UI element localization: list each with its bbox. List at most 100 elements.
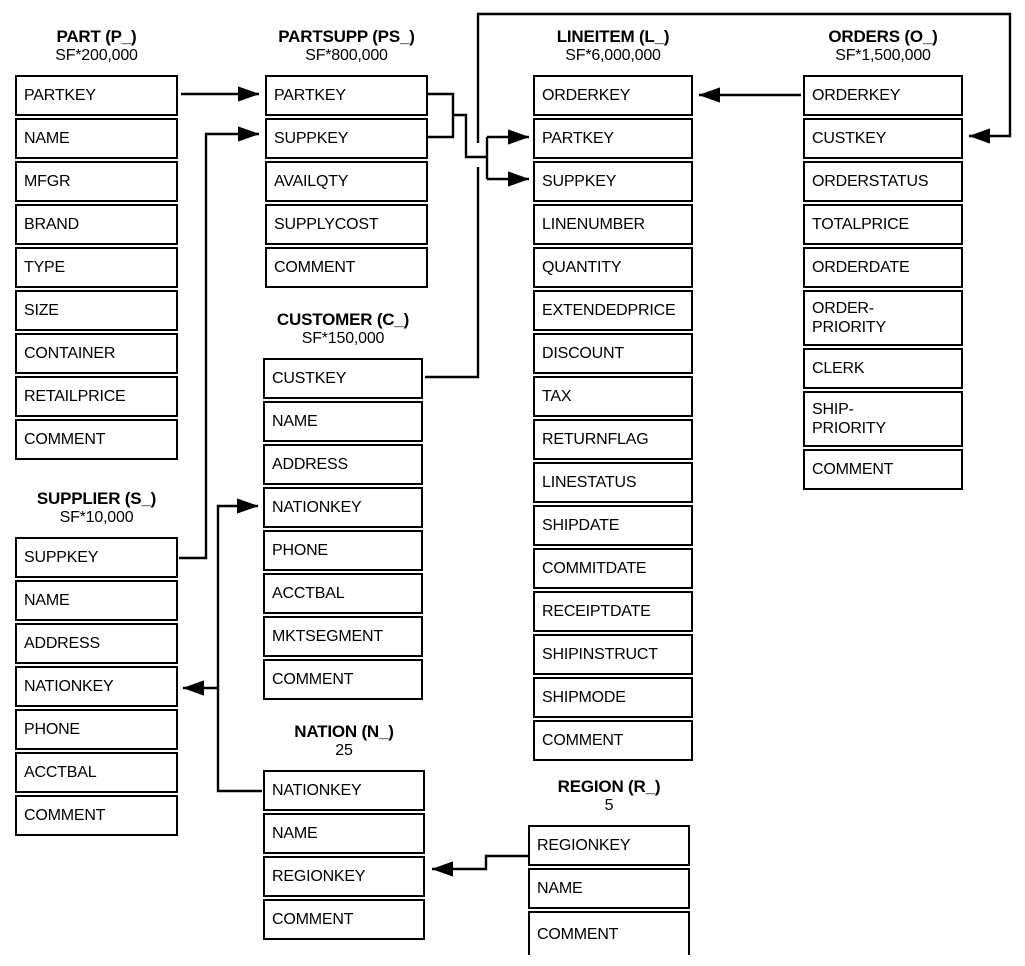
part-field-comment: COMMENT <box>15 419 178 460</box>
part-field-size: SIZE <box>15 290 178 331</box>
part-field-retailprice: RETAILPRICE <box>15 376 178 417</box>
part-field-container: CONTAINER <box>15 333 178 374</box>
part-field-name: NAME <box>15 118 178 159</box>
customer-field-mktsegment: MKTSEGMENT <box>263 616 423 657</box>
partsupp-field-partkey: PARTKEY <box>265 75 428 116</box>
region-field-comment: COMMENT <box>528 911 690 955</box>
partsupp-field-availqty: AVAILQTY <box>265 161 428 202</box>
partsupp-cardinality: SF*800,000 <box>305 47 388 64</box>
orders-field-orderkey: ORDERKEY <box>803 75 963 116</box>
supplier-title: SUPPLIER (S_) <box>36 489 157 508</box>
region-cardinality: 5 <box>604 797 614 814</box>
orders-field-clerk: CLERK <box>803 348 963 389</box>
supplier-field-nationkey: NATIONKEY <box>15 666 178 707</box>
customer-field-custkey: CUSTKEY <box>263 358 423 399</box>
customer-field-comment: COMMENT <box>263 659 423 700</box>
customer-title: CUSTOMER (C_) <box>276 310 410 329</box>
customer-field-name: NAME <box>263 401 423 442</box>
orders-field-ship-priority: SHIP- PRIORITY <box>803 391 963 447</box>
region-field-name: NAME <box>528 868 690 909</box>
orders-field-orderdate: ORDERDATE <box>803 247 963 288</box>
supplier-field-suppkey: SUPPKEY <box>15 537 178 578</box>
part-title: PART (P_) <box>56 27 137 46</box>
bracket-partsupp-keys <box>427 92 455 139</box>
lineitem-field-discount: DISCOUNT <box>533 333 693 374</box>
supplier-field-address: ADDRESS <box>15 623 178 664</box>
supplier-field-phone: PHONE <box>15 709 178 750</box>
lineitem-field-receiptdate: RECEIPTDATE <box>533 591 693 632</box>
nation-field-comment: COMMENT <box>263 899 425 940</box>
lineitem-field-linestatus: LINESTATUS <box>533 462 693 503</box>
part-field-mfgr: MFGR <box>15 161 178 202</box>
lineitem-title: LINEITEM (L_) <box>556 27 670 46</box>
lineitem-cardinality: SF*6,000,000 <box>565 47 661 64</box>
customer-field-nationkey: NATIONKEY <box>263 487 423 528</box>
lineitem-field-shipdate: SHIPDATE <box>533 505 693 546</box>
lineitem-field-orderkey: ORDERKEY <box>533 75 693 116</box>
orders-field-comment: COMMENT <box>803 449 963 490</box>
part-field-partkey: PARTKEY <box>15 75 178 116</box>
customer-field-acctbal: ACCTBAL <box>263 573 423 614</box>
nation-cardinality: 25 <box>335 742 353 759</box>
lineitem-field-suppkey: SUPPKEY <box>533 161 693 202</box>
orders-field-totalprice: TOTALPRICE <box>803 204 963 245</box>
arrow-customer-to-orders-custkey <box>476 12 1012 144</box>
arrow-nation-to-customer-nationkey <box>216 498 262 793</box>
orders-title: ORDERS (O_) <box>828 27 938 46</box>
partsupp-title: PARTSUPP (PS_) <box>278 27 415 46</box>
nation-field-nationkey: NATIONKEY <box>263 770 425 811</box>
orders-cardinality: SF*1,500,000 <box>835 47 931 64</box>
partsupp-field-suppkey: SUPPKEY <box>265 118 428 159</box>
customer-field-phone: PHONE <box>263 530 423 571</box>
lineitem-field-quantity: QUANTITY <box>533 247 693 288</box>
lineitem-field-shipmode: SHIPMODE <box>533 677 693 718</box>
lineitem-field-returnflag: RETURNFLAG <box>533 419 693 460</box>
arrow-supplier-to-partsupp-suppkey <box>179 126 260 560</box>
lineitem-field-comment: COMMENT <box>533 720 693 761</box>
part-field-brand: BRAND <box>15 204 178 245</box>
nation-field-regionkey: REGIONKEY <box>263 856 425 897</box>
lineitem-field-linenumber: LINENUMBER <box>533 204 693 245</box>
region-title: REGION (R_) <box>557 777 661 796</box>
lineitem-field-commitdate: COMMITDATE <box>533 548 693 589</box>
region-field-regionkey: REGIONKEY <box>528 825 690 866</box>
link-partsupp-to-lineitem-stair <box>453 113 487 159</box>
lineitem-field-tax: TAX <box>533 376 693 417</box>
arrow-region-to-nation-regionkey <box>431 854 528 877</box>
partsupp-field-supplycost: SUPPLYCOST <box>265 204 428 245</box>
part-cardinality: SF*200,000 <box>55 47 138 64</box>
part-field-type: TYPE <box>15 247 178 288</box>
supplier-field-name: NAME <box>15 580 178 621</box>
orders-field-order-priority: ORDER- PRIORITY <box>803 290 963 346</box>
customer-cardinality: SF*150,000 <box>301 330 385 347</box>
orders-field-custkey: CUSTKEY <box>803 118 963 159</box>
lineitem-field-extendedprice: EXTENDEDPRICE <box>533 290 693 331</box>
customer-field-address: ADDRESS <box>263 444 423 485</box>
orders-field-orderstatus: ORDERSTATUS <box>803 161 963 202</box>
nation-title: NATION (N_) <box>294 722 394 741</box>
supplier-field-comment: COMMENT <box>15 795 178 836</box>
supplier-cardinality: SF*10,000 <box>59 509 134 526</box>
lineitem-field-shipinstruct: SHIPINSTRUCT <box>533 634 693 675</box>
link-customer-custkey-riser <box>425 167 480 379</box>
lineitem-field-partkey: PARTKEY <box>533 118 693 159</box>
partsupp-field-comment: COMMENT <box>265 247 428 288</box>
